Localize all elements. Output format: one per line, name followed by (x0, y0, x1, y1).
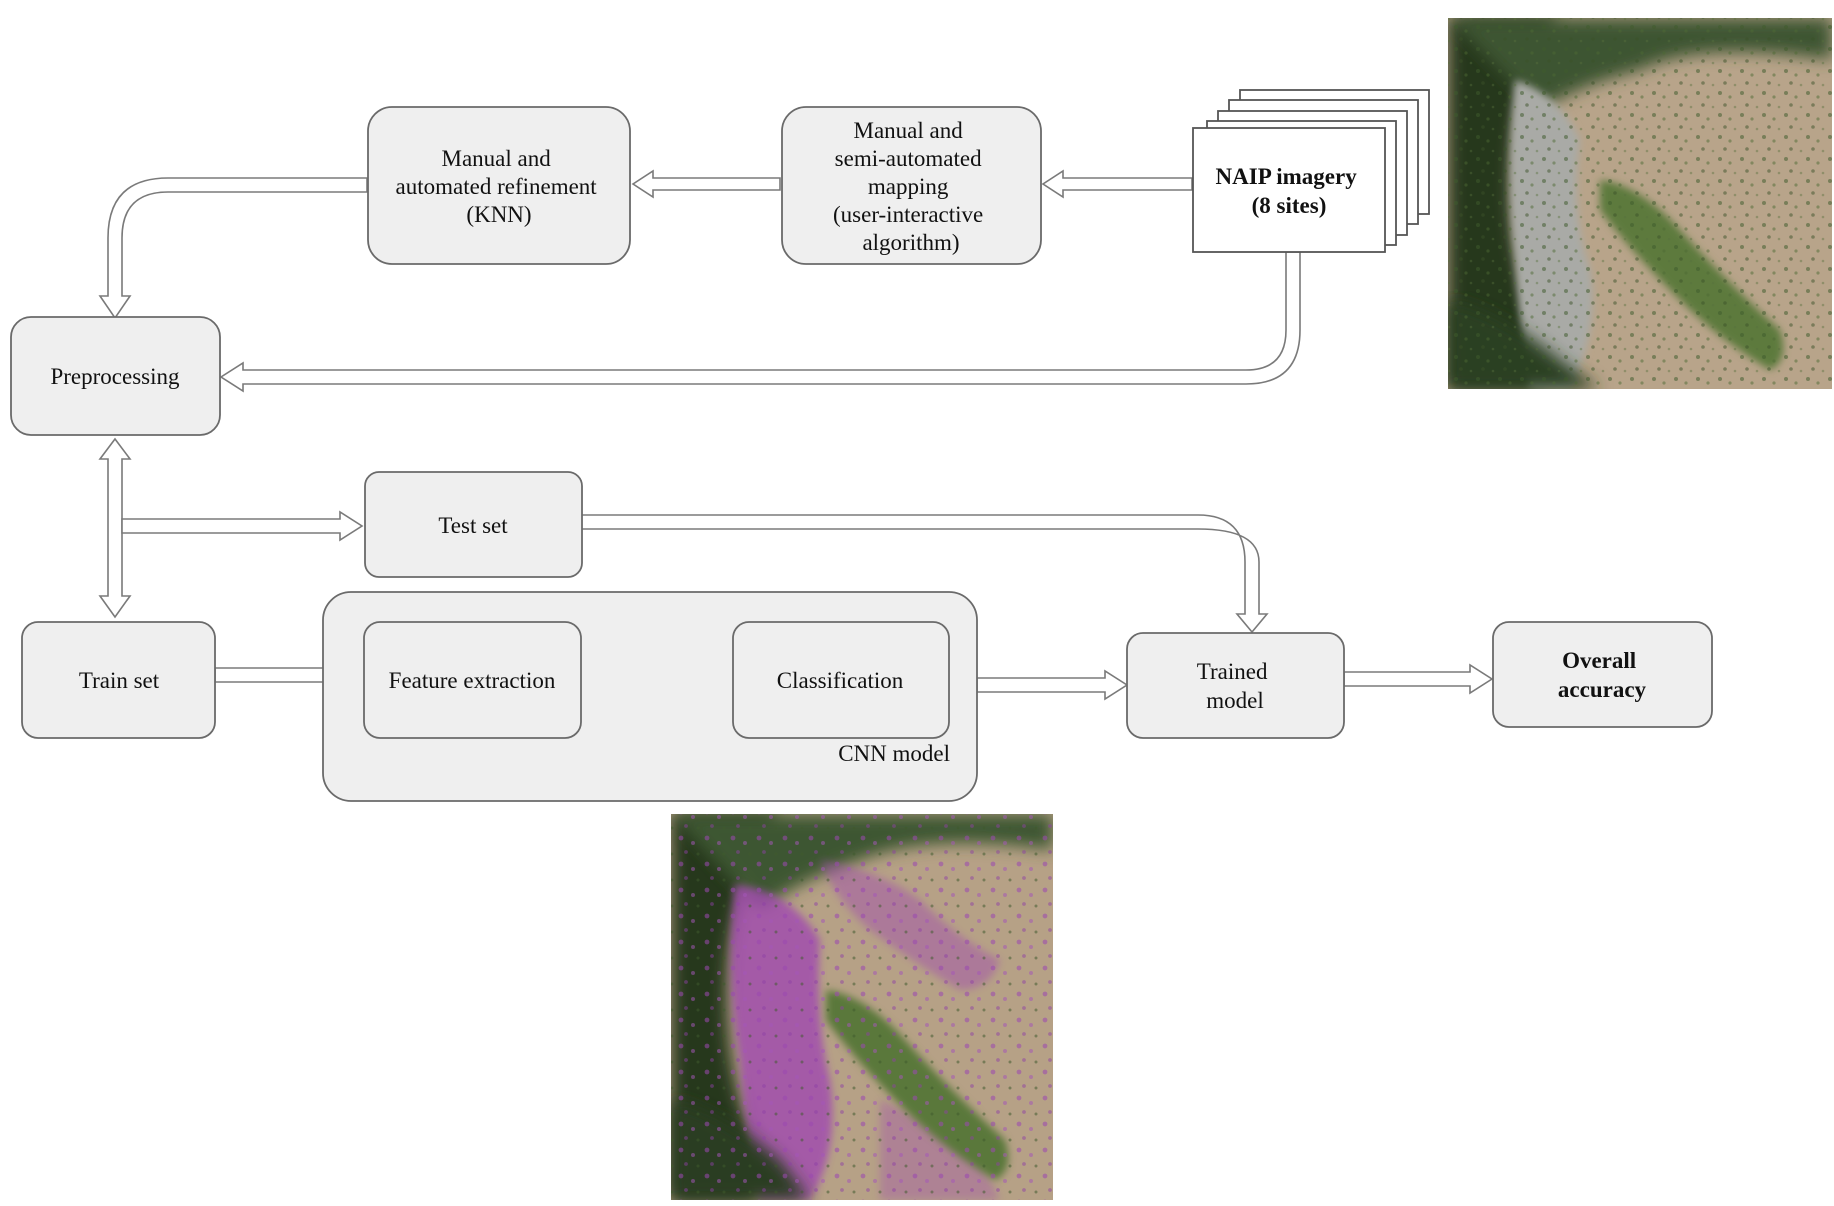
naip-imagery-label: NAIP imagery (8 sites) (1216, 164, 1363, 218)
refinement-node (367, 106, 631, 265)
arrow-mapping-to-refinement (631, 169, 781, 199)
test-set-node (364, 471, 583, 578)
refinement-label: Manual and automated refinement (KNN) (396, 146, 603, 227)
cnn-model-group-label: CNN model (838, 741, 950, 766)
train-set-label: Train set (79, 668, 160, 693)
mapping-node (781, 106, 1042, 265)
trained-model-node (1126, 632, 1345, 739)
mapping-label: Manual and semi-automated mapping (user-… (833, 118, 989, 255)
classification-label: Classification (777, 668, 904, 693)
arrow-test-set-to-trained-model (580, 514, 1269, 634)
naip-imagery-node (1192, 89, 1430, 253)
test-set-label: Test set (438, 513, 508, 538)
preprocessing-label: Preprocessing (50, 364, 180, 389)
arrow-naip-to-preprocessing (219, 251, 1301, 393)
arrow-naip-to-mapping (1041, 169, 1193, 199)
naip-aerial-image (1448, 18, 1832, 389)
arrow-cnn-to-trained-model (976, 669, 1129, 701)
overall-accuracy-label: Overall accuracy (1558, 648, 1647, 702)
train-set-node (21, 621, 216, 739)
trained-model-label: Trained model (1197, 659, 1273, 713)
arrow-refinement-to-preprocessing (98, 177, 368, 320)
preprocessing-node (10, 316, 221, 436)
arrow-to-test-set (121, 510, 364, 542)
classified-aerial-image (671, 814, 1053, 1200)
arrow-preprocessing-train-bidirectional (98, 437, 132, 619)
feature-extraction-node (363, 621, 582, 739)
overall-accuracy-node (1492, 621, 1713, 728)
classification-node (732, 621, 950, 739)
feature-extraction-label: Feature extraction (389, 668, 556, 693)
arrow-trained-to-accuracy (1343, 663, 1494, 695)
